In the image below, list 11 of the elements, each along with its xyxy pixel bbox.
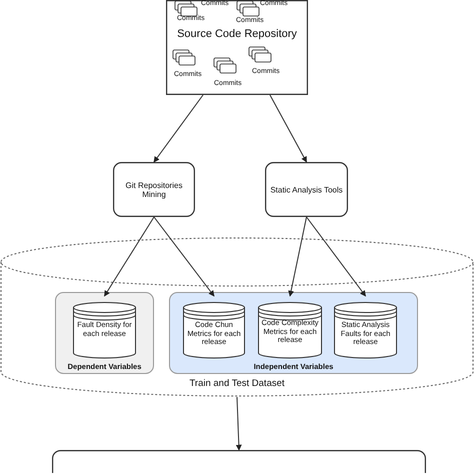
arrow — [236, 396, 242, 451]
arrow — [288, 216, 307, 297]
arrow — [154, 94, 204, 163]
arrow — [306, 216, 366, 297]
box-label: Static Analysis Tools — [269, 185, 344, 194]
arrow — [270, 94, 307, 163]
box-label: Git Repositories Mining — [124, 180, 184, 198]
box-title: Source Code Repository — [176, 28, 298, 40]
arrow — [104, 216, 154, 297]
dataset-label: Train and Test Dataset — [188, 378, 286, 389]
arrow — [154, 216, 214, 297]
